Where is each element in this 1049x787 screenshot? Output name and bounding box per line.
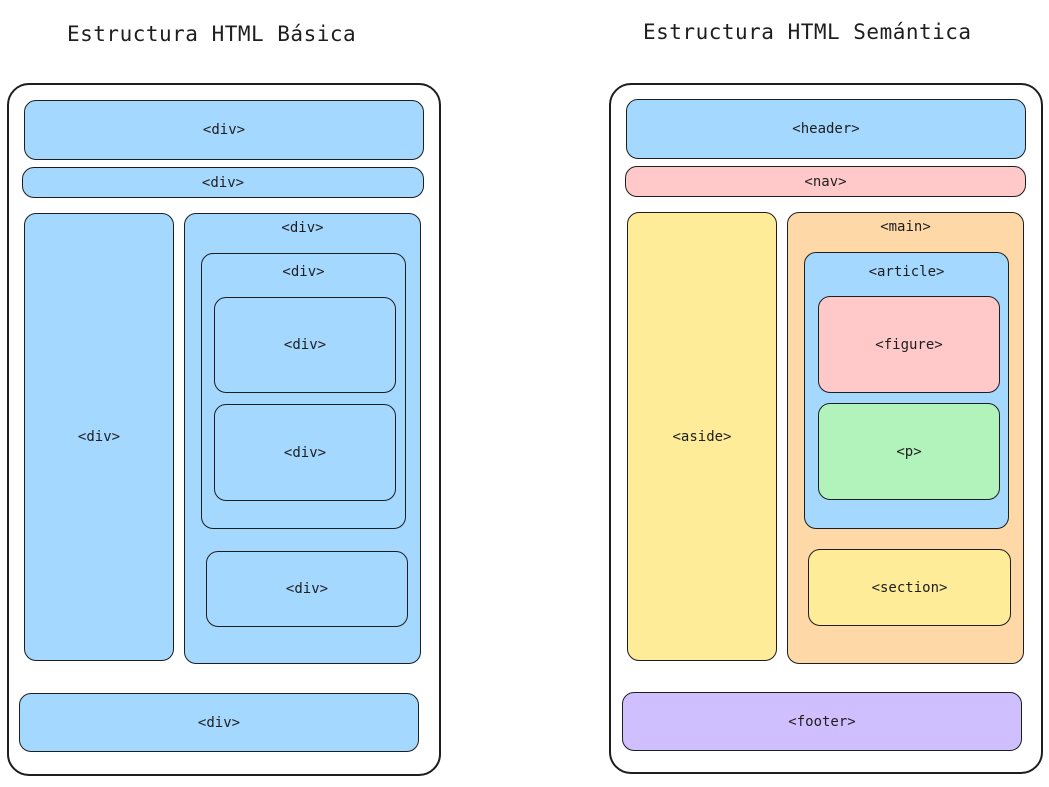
left-main-label: <div> bbox=[281, 220, 324, 236]
left-figure-label: <div> bbox=[283, 337, 327, 353]
right-nav-label: <nav> bbox=[804, 173, 847, 190]
left-article-label: <div> bbox=[282, 264, 325, 280]
left-aside-label: <div> bbox=[77, 429, 121, 445]
right-section-label: <section> bbox=[871, 579, 948, 596]
right-main-label: <main> bbox=[880, 219, 931, 235]
right-figure-box: <figure> bbox=[818, 296, 1000, 393]
right-figure-label: <figure> bbox=[875, 336, 943, 353]
right-aside-label: <aside> bbox=[672, 428, 732, 445]
right-footer-label: <footer> bbox=[788, 713, 856, 730]
right-aside-box: <aside> bbox=[627, 212, 777, 661]
left-nav-label: <div> bbox=[201, 174, 245, 191]
left-header-label: <div> bbox=[202, 122, 246, 138]
right-diagram-title: Estructura HTML Semántica bbox=[643, 20, 972, 44]
left-footer-box: <div> bbox=[19, 693, 419, 752]
right-article-label: <article> bbox=[868, 264, 945, 280]
left-aside-box: <div> bbox=[24, 213, 174, 661]
right-header-box: <header> bbox=[626, 99, 1026, 159]
left-nav-box: <div> bbox=[22, 167, 424, 198]
left-section-box: <div> bbox=[206, 551, 408, 627]
left-p-box: <div> bbox=[214, 404, 396, 501]
right-footer-box: <footer> bbox=[622, 692, 1022, 751]
right-header-label: <header> bbox=[792, 121, 860, 137]
left-diagram-title: Estructura HTML Básica bbox=[67, 22, 357, 46]
right-section-box: <section> bbox=[808, 549, 1011, 626]
left-footer-label: <div> bbox=[197, 714, 241, 731]
left-p-label: <div> bbox=[283, 444, 327, 461]
right-nav-box: <nav> bbox=[625, 166, 1026, 197]
right-p-box: <p> bbox=[818, 403, 1000, 500]
left-section-label: <div> bbox=[285, 581, 329, 597]
left-header-box: <div> bbox=[24, 100, 424, 160]
left-figure-box: <div> bbox=[214, 297, 396, 393]
right-p-label: <p> bbox=[896, 443, 922, 460]
